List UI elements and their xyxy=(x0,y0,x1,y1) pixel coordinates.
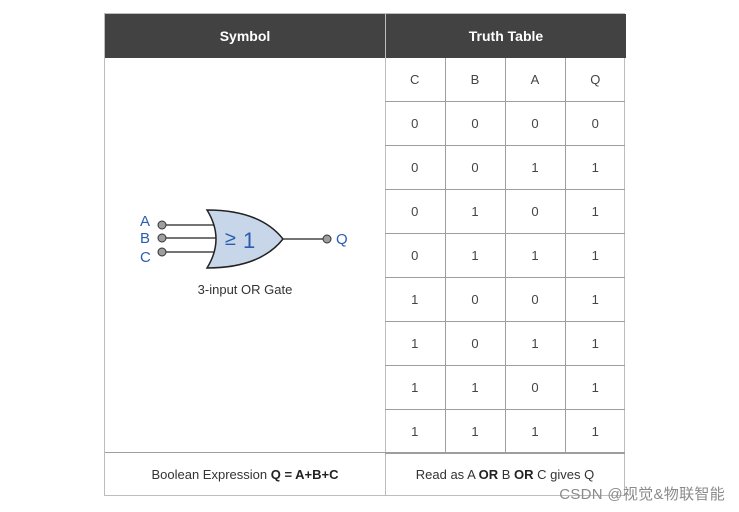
truth-table-column-header: C xyxy=(385,58,446,102)
truth-table-cell: 0 xyxy=(444,321,506,366)
or-gate-body xyxy=(205,209,284,269)
truth-table-cell: 0 xyxy=(385,233,446,278)
truth-table-cell: 1 xyxy=(564,145,625,190)
truth-table-cell: 0 xyxy=(385,189,446,234)
truth-table-column-header: B xyxy=(444,58,506,102)
symbol-header: Symbol xyxy=(105,14,385,58)
truth-table-cell: 1 xyxy=(564,233,625,278)
truth-table-cell: 0 xyxy=(444,277,506,322)
truth-table-cell: 1 xyxy=(444,233,506,278)
output-terminal xyxy=(322,234,332,244)
truth-table-header: Truth Table xyxy=(385,14,626,58)
truth-table-cell: 0 xyxy=(385,145,446,190)
read-mid: B xyxy=(498,467,515,482)
truth-table-cell: 1 xyxy=(444,365,506,410)
or-gate-card: Symbol Truth Table A B C Q ≥ 1 3-inp xyxy=(104,13,626,496)
truth-table-column-header: A xyxy=(504,58,566,102)
truth-table-cell: 1 xyxy=(385,277,446,322)
input-label-c: C xyxy=(140,249,151,266)
truth-table-cell: 0 xyxy=(444,101,506,146)
truth-table-cell: 1 xyxy=(504,233,566,278)
or-gate-symbol: A B C Q ≥ 1 xyxy=(140,209,348,269)
boolean-expression: Q = A+B+C xyxy=(270,467,339,482)
truth-table-cell: 1 xyxy=(385,409,446,454)
truth-table-cell: 0 xyxy=(564,101,625,146)
read-as-cell: Read as A OR B OR C gives Q xyxy=(385,452,625,496)
truth-table-cell: 1 xyxy=(444,189,506,234)
truth-table-cell: 1 xyxy=(444,409,506,454)
gate-caption: 3-input OR Gate xyxy=(197,282,293,297)
truth-table-cell: 1 xyxy=(564,321,625,366)
truth-table-cell: 0 xyxy=(504,101,566,146)
symbol-cell: A B C Q ≥ 1 3-input OR Gate xyxy=(105,58,385,452)
truth-table-cell: 0 xyxy=(385,101,446,146)
truth-table-cell: 1 xyxy=(385,321,446,366)
read-prefix: Read as A xyxy=(415,467,479,482)
read-or-1: OR xyxy=(478,467,499,482)
truth-table-cell: 0 xyxy=(504,189,566,234)
boolean-prefix: Boolean Expression xyxy=(151,467,271,482)
input-terminal-c xyxy=(157,247,167,257)
output-label-q: Q xyxy=(336,231,348,248)
read-or-2: OR xyxy=(514,467,534,482)
truth-table-cell: 0 xyxy=(504,277,566,322)
truth-table-cell: 1 xyxy=(504,409,566,454)
truth-table-cell: 1 xyxy=(385,365,446,410)
watermark: CSDN @视觉&物联智能 xyxy=(559,486,725,503)
truth-table-cell: 0 xyxy=(444,145,506,190)
truth-table-cell: 1 xyxy=(504,145,566,190)
read-suffix: C gives Q xyxy=(533,467,595,482)
truth-table-cell: 1 xyxy=(504,321,566,366)
truth-table-column-header: Q xyxy=(564,58,625,102)
input-terminal-a xyxy=(157,220,167,230)
boolean-expression-cell: Boolean Expression Q = A+B+C xyxy=(105,452,385,496)
gate-one-symbol: 1 xyxy=(243,228,255,253)
truth-table-cell: 1 xyxy=(564,277,625,322)
input-terminal-b xyxy=(157,233,167,243)
truth-table-cell: 0 xyxy=(504,365,566,410)
truth-table-cell: 1 xyxy=(564,365,625,410)
input-label-b: B xyxy=(140,230,150,247)
truth-table-cell: 1 xyxy=(564,409,625,454)
truth-table-cell: 1 xyxy=(564,189,625,234)
input-label-a: A xyxy=(140,213,150,230)
gate-geq-symbol: ≥ xyxy=(225,228,236,250)
